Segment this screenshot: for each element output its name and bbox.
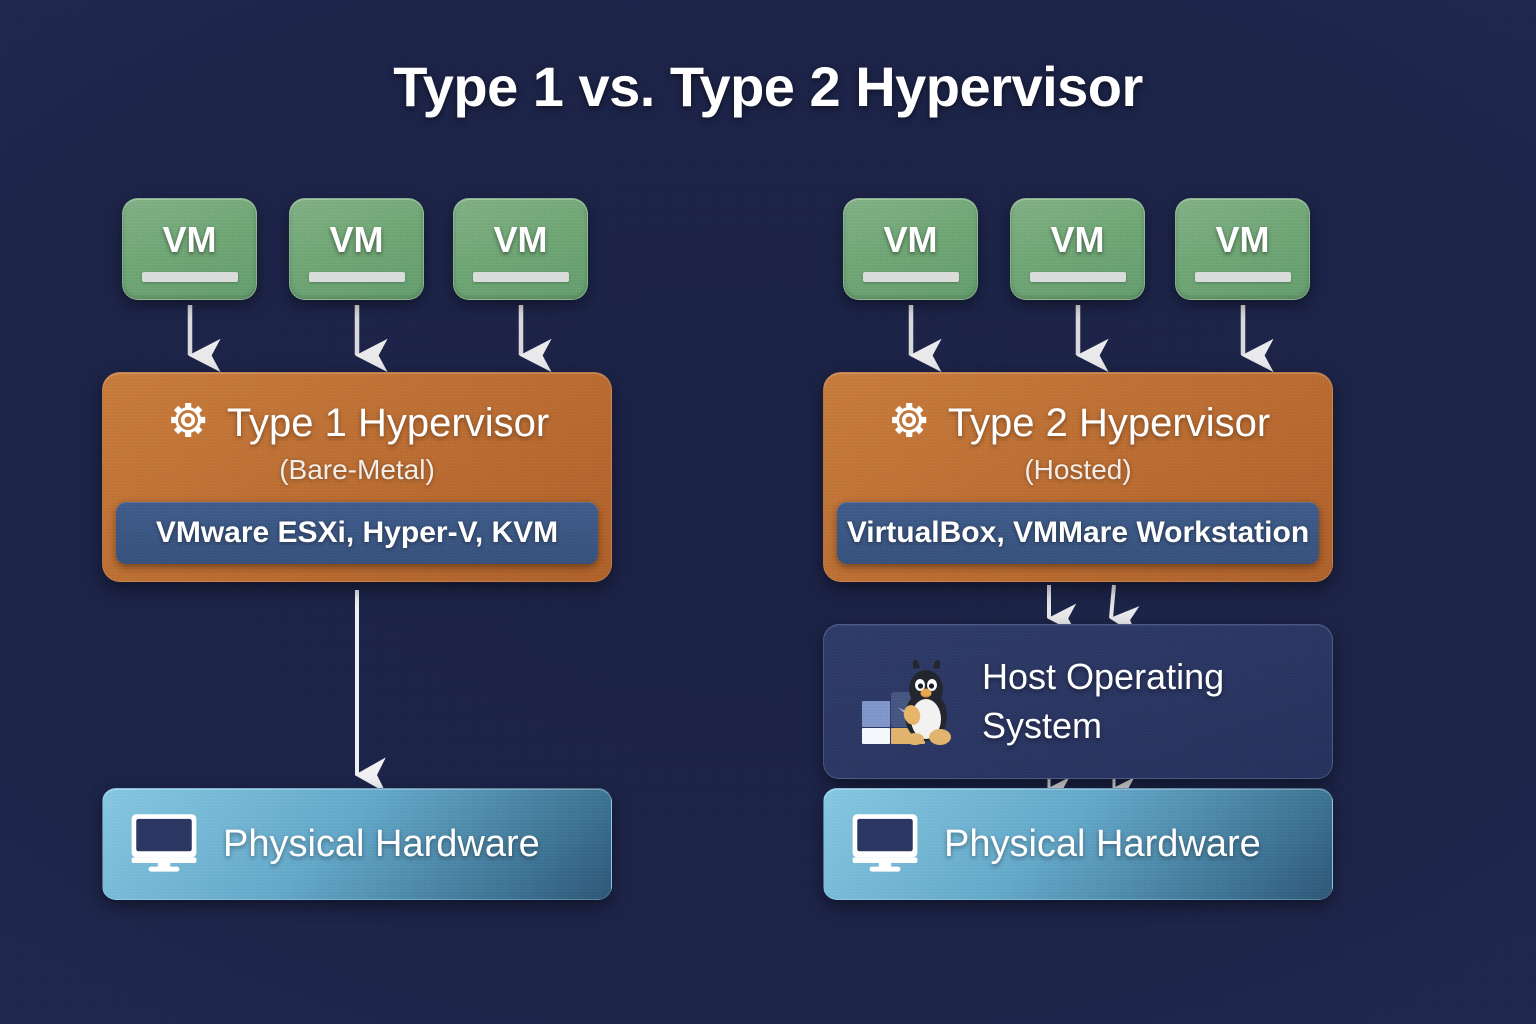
type2-hypervisor-header: Type 2 Hypervisor (886, 397, 1270, 448)
host-operating-system-label: Host Operating System (982, 655, 1225, 746)
host-operating-system-box[interactable]: Host Operating System (823, 624, 1333, 779)
type1-hypervisor-examples-chip[interactable]: VMware ESXi, Hyper-V, KVM (116, 502, 598, 564)
vm-box[interactable]: VM (1175, 198, 1310, 300)
gear-icon (886, 397, 932, 448)
type1-hypervisor-subtitle: (Bare-Metal) (279, 454, 435, 485)
physical-hardware-label-left: Physical Hardware (223, 823, 540, 865)
vm-bar (472, 272, 569, 282)
vm-bar (308, 272, 405, 282)
vm-box[interactable]: VM (1010, 198, 1145, 300)
physical-hardware-box-right[interactable]: Physical Hardware (823, 788, 1333, 900)
vm-label: VM (162, 219, 217, 260)
type2-hypervisor-examples-chip[interactable]: VirtualBox, VMMare Workstation (837, 502, 1319, 564)
vm-box[interactable]: VM (289, 198, 424, 300)
monitor-icon (127, 811, 201, 878)
vm-bar (862, 272, 959, 282)
vm-bar (1029, 272, 1126, 282)
type2-hypervisor-subtitle: (Hosted) (1024, 454, 1132, 485)
vm-bar (1194, 272, 1291, 282)
vm-label: VM (329, 219, 384, 260)
vm-box[interactable]: VM (843, 198, 978, 300)
vm-label: VM (883, 219, 938, 260)
os-penguin-windows-icon (860, 659, 956, 745)
monitor-icon (848, 811, 922, 878)
type2-hypervisor-examples-label: VirtualBox, VMMare Workstation (846, 516, 1310, 549)
vm-label: VM (493, 219, 548, 260)
gear-icon (165, 397, 211, 448)
type2-hypervisor-box[interactable]: Type 2 Hypervisor (Hosted) VirtualBox, V… (823, 372, 1333, 582)
vm-label: VM (1215, 219, 1270, 260)
vm-bar (141, 272, 238, 282)
type1-hypervisor-header: Type 1 Hypervisor (165, 397, 549, 448)
type1-hypervisor-title: Type 1 Hypervisor (226, 400, 550, 445)
type1-hypervisor-examples-label: VMware ESXi, Hyper-V, KVM (155, 516, 559, 549)
type2-hypervisor-title: Type 2 Hypervisor (947, 400, 1271, 445)
vm-box[interactable]: VM (122, 198, 257, 300)
vm-box[interactable]: VM (453, 198, 588, 300)
vm-label: VM (1050, 219, 1105, 260)
physical-hardware-label-right: Physical Hardware (944, 823, 1261, 865)
page-title: Type 1 vs. Type 2 Hypervisor (393, 55, 1143, 118)
type1-hypervisor-box[interactable]: Type 1 Hypervisor (Bare-Metal) VMware ES… (102, 372, 612, 582)
physical-hardware-box-left[interactable]: Physical Hardware (102, 788, 612, 900)
arrow-right-hypervisor-to-hostos-b (1109, 584, 1140, 636)
